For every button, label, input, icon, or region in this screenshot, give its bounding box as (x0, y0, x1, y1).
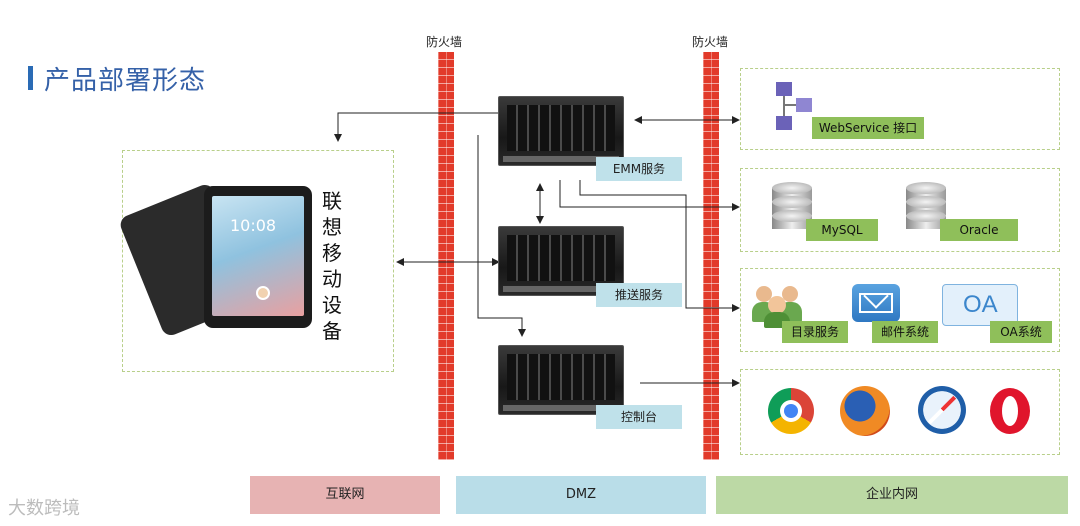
tablet-clock: 10:08 (230, 216, 277, 235)
tablet-screen: 10:08 (212, 196, 304, 316)
firewall-right (703, 52, 719, 460)
mail-icon (852, 283, 900, 322)
watermark: 大数跨境 (8, 498, 80, 519)
tablet-avatar-icon (256, 286, 270, 300)
mysql-database-icon (772, 182, 812, 230)
console-tag: 控制台 (596, 405, 682, 429)
firefox-browser-icon (840, 386, 890, 436)
oa-system-tag: OA系统 (990, 321, 1052, 343)
firewall-label-left: 防火墙 (426, 35, 463, 49)
zone-internet: 互联网 (250, 476, 440, 514)
oracle-database-icon (906, 182, 946, 230)
arrow-emm-directory (579, 180, 740, 312)
mobile-device-label: 联想移动设备 (322, 189, 342, 343)
chrome-browser-icon (768, 388, 814, 434)
tablet-front: 10:08 (204, 186, 312, 328)
zone-dmz: DMZ (456, 476, 706, 514)
server-emm-icon (498, 96, 624, 166)
firewall-left (438, 52, 454, 460)
webservice-icon (774, 82, 816, 138)
webservice-box (740, 68, 1060, 150)
page-title: 产品部署形态 (44, 66, 207, 96)
webservice-tag: WebService 接口 (812, 117, 924, 139)
title-accent-bar (28, 66, 33, 90)
arrow-emm-database (559, 180, 740, 211)
browsers-box (740, 369, 1060, 455)
safari-browser-icon (918, 386, 966, 434)
zone-intranet: 企业内网 (716, 476, 1068, 514)
arrow-emm-console (477, 135, 526, 337)
enterprise-apps-box (740, 268, 1060, 352)
opera-browser-icon (990, 388, 1030, 434)
directory-service-tag: 目录服务 (782, 321, 848, 343)
emm-service-tag: EMM服务 (596, 157, 682, 181)
server-console-icon (498, 345, 624, 415)
mail-system-tag: 邮件系统 (872, 321, 938, 343)
push-service-tag: 推送服务 (596, 283, 682, 307)
database-box (740, 168, 1060, 252)
mysql-tag: MySQL (806, 219, 878, 241)
arrow-emm-to-device (334, 112, 498, 142)
mobile-device-box (122, 150, 394, 372)
oa-icon: OA (942, 284, 1018, 326)
oa-icon-text: OA (963, 291, 998, 318)
firewall-label-right: 防火墙 (692, 35, 729, 49)
oracle-tag: Oracle (940, 219, 1018, 241)
